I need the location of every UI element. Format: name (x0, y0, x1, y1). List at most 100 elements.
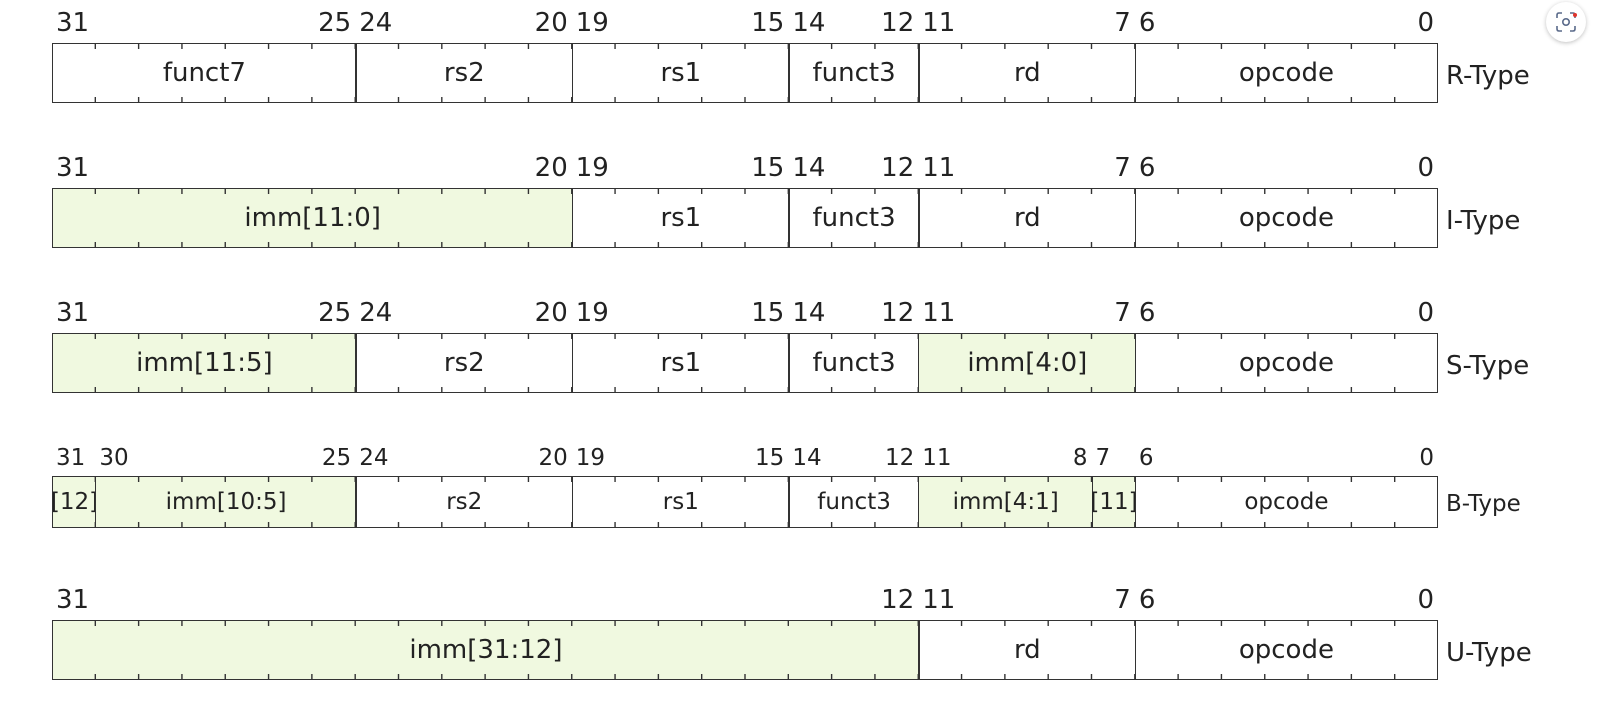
field-label: rd (1013, 58, 1041, 88)
bit-number-label: 19 (575, 153, 609, 183)
field-imm110: imm[11:0] (52, 188, 574, 248)
bit-number-label: 12 (881, 8, 915, 38)
bit-number-label: 15 (751, 298, 785, 328)
bit-number-label: 20 (534, 298, 568, 328)
bit-number-label: 14 (792, 153, 826, 183)
field-label: [11] (1090, 489, 1138, 515)
bit-number-label: 15 (751, 8, 785, 38)
field-label: opcode (1238, 635, 1334, 665)
bit-number-label: 20 (534, 8, 568, 38)
field-label: imm[11:0] (244, 203, 381, 233)
bit-number-label: 11 (922, 585, 956, 615)
field-label: funct3 (812, 348, 896, 378)
format-type-label: U-Type (1446, 638, 1532, 668)
field-imm105: imm[10:5] (95, 476, 357, 528)
field-label: imm[10:5] (165, 489, 287, 515)
field-label: opcode (1238, 348, 1334, 378)
field-label: imm[31:12] (409, 635, 563, 665)
field-funct3: funct3 (788, 188, 920, 248)
field-label: rs1 (662, 489, 699, 515)
bit-number-label: 31 (56, 153, 90, 183)
field-rd: rd (918, 620, 1137, 680)
field-rs1: rs1 (571, 43, 790, 103)
field-imm40: imm[4:0] (918, 333, 1137, 393)
bit-number-label: 7 (1095, 445, 1111, 471)
bit-number-label: 0 (1419, 445, 1434, 471)
field-label: rs1 (660, 203, 702, 233)
bit-number-label: 31 (56, 585, 90, 615)
field-label: funct3 (812, 58, 896, 88)
field-label: rd (1013, 203, 1041, 233)
bit-number-label: 0 (1417, 153, 1434, 183)
bit-number-label: 31 (56, 8, 90, 38)
bit-number-label: 15 (755, 445, 785, 471)
bit-number-label: 7 (1114, 585, 1131, 615)
bit-number-label: 7 (1114, 8, 1131, 38)
bit-number-label: 24 (359, 8, 393, 38)
bit-number-label: 6 (1138, 585, 1156, 615)
bit-number-label: 11 (922, 153, 956, 183)
bit-number-label: 12 (881, 153, 915, 183)
bit-number-label: 12 (881, 298, 915, 328)
bit-number-label: 31 (56, 298, 90, 328)
field-rs1: rs1 (571, 476, 790, 528)
field-opcode: opcode (1134, 620, 1438, 680)
bit-number-label: 25 (318, 8, 352, 38)
field-rd: rd (918, 188, 1137, 248)
field-imm41: imm[4:1] (918, 476, 1094, 528)
bit-number-label: 8 (1072, 445, 1088, 471)
field-label: funct3 (812, 203, 896, 233)
field-rs1: rs1 (571, 188, 790, 248)
format-type-label: I-Type (1446, 206, 1521, 236)
field-funct3: funct3 (788, 43, 920, 103)
field-label: rd (1013, 635, 1041, 665)
field-opcode: opcode (1134, 476, 1438, 528)
bit-number-label: 30 (99, 445, 129, 471)
field-label: rs2 (446, 489, 483, 515)
field-label: imm[4:1] (952, 489, 1059, 515)
bit-number-label: 14 (792, 8, 826, 38)
camera-scan-icon (1556, 12, 1577, 32)
bit-number-label: 20 (534, 153, 568, 183)
format-type-label: B-Type (1446, 491, 1521, 517)
field-label: imm[11:5] (136, 348, 273, 378)
field-label: opcode (1238, 203, 1334, 233)
field-funct3: funct3 (788, 476, 920, 528)
field-11: [11] (1090, 476, 1138, 528)
field-funct3: funct3 (788, 333, 920, 393)
field-funct7: funct7 (52, 43, 357, 103)
field-label: opcode (1244, 489, 1329, 515)
bit-number-label: 19 (575, 298, 609, 328)
format-type-label: S-Type (1446, 351, 1530, 381)
bit-number-label: 6 (1138, 153, 1156, 183)
field-rs1: rs1 (571, 333, 790, 393)
screenshot-capture-icon[interactable] (1546, 2, 1586, 42)
field-imm3112: imm[31:12] (52, 620, 920, 680)
bit-number-label: 19 (575, 8, 609, 38)
field-opcode: opcode (1134, 43, 1438, 103)
bit-number-label: 24 (359, 445, 389, 471)
field-label: opcode (1238, 58, 1334, 88)
field-rs2: rs2 (355, 43, 574, 103)
bit-number-label: 20 (538, 445, 568, 471)
bit-number-label: 11 (922, 298, 956, 328)
bit-number-label: 11 (922, 445, 952, 471)
bit-number-label: 14 (792, 298, 826, 328)
field-rd: rd (918, 43, 1137, 103)
field-label: rs2 (443, 58, 485, 88)
bit-number-label: 0 (1417, 8, 1434, 38)
field-12: [12] (51, 476, 98, 528)
bit-number-label: 7 (1114, 298, 1131, 328)
bit-number-label: 19 (575, 445, 606, 471)
bit-number-label: 25 (321, 445, 352, 471)
field-opcode: opcode (1134, 333, 1438, 393)
bit-number-label: 0 (1417, 298, 1434, 328)
field-opcode: opcode (1134, 188, 1438, 248)
field-rs2: rs2 (355, 476, 574, 528)
bit-number-label: 6 (1138, 8, 1156, 38)
field-rs2: rs2 (355, 333, 574, 393)
